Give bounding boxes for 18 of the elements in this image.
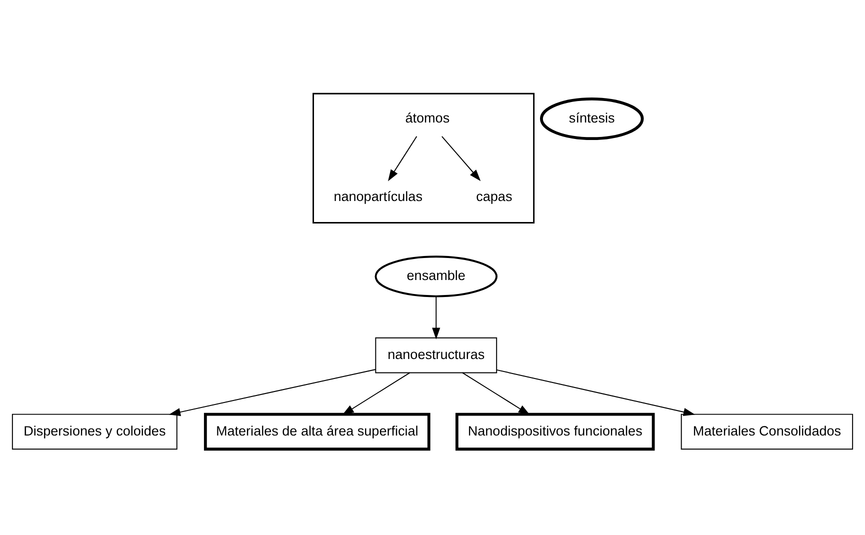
- node-box: Materiales de alta área superficial: [204, 412, 430, 451]
- arrow: [496, 369, 696, 416]
- node-text: capas: [476, 189, 512, 204]
- arrow: [441, 136, 481, 182]
- arrow: [462, 372, 530, 416]
- node-text: átomos: [405, 110, 450, 126]
- node-box: nanoestructuras: [375, 337, 498, 374]
- arrow: [388, 136, 418, 182]
- node-box: Dispersiones y coloides: [12, 414, 178, 450]
- node-text: nanopartículas: [334, 189, 422, 204]
- node-box: Nanodispositivos funcionales: [455, 412, 655, 451]
- arrow: [168, 369, 376, 416]
- node-ellipse: síntesis: [540, 97, 644, 140]
- node-box: Materiales Consolidados: [680, 414, 854, 450]
- cluster: [312, 92, 535, 224]
- node-ellipse: ensamble: [374, 256, 498, 298]
- arrow: [342, 372, 410, 416]
- arrow: [432, 296, 440, 340]
